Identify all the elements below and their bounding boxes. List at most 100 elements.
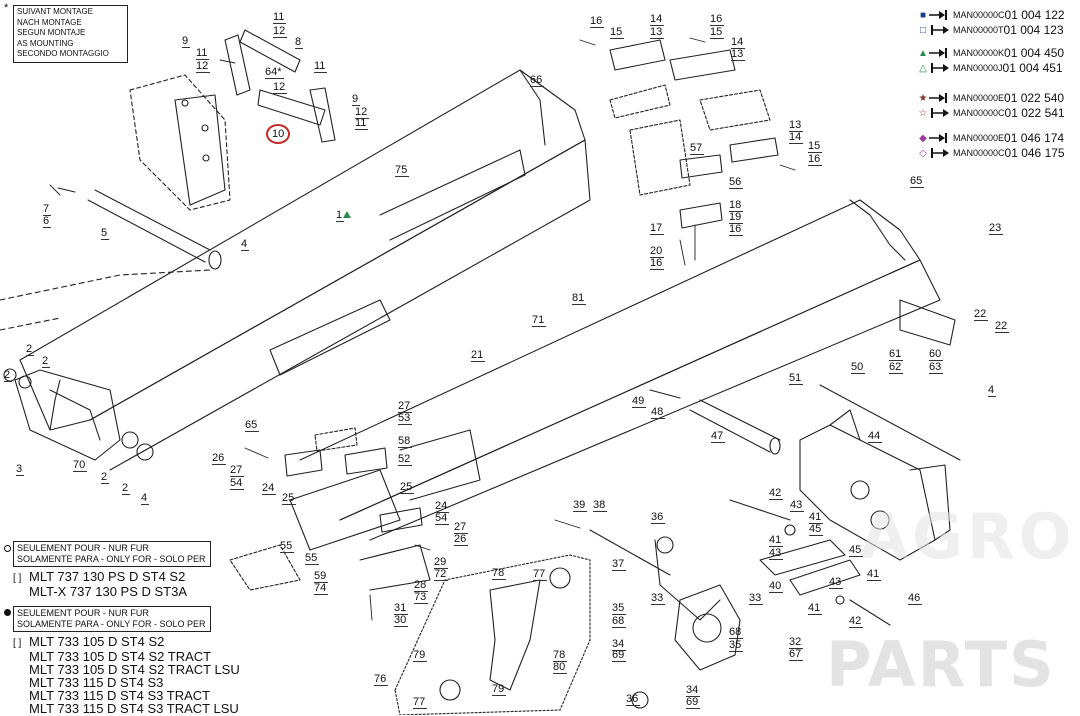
- callout-number[interactable]: 32: [789, 636, 804, 649]
- callout-number[interactable]: 24: [435, 500, 450, 513]
- callout-number[interactable]: 55: [280, 540, 295, 553]
- callout-number[interactable]: 56: [729, 176, 744, 189]
- callout-number[interactable]: 70: [73, 459, 88, 472]
- callout-number[interactable]: 11: [273, 11, 287, 24]
- callout-number[interactable]: 45: [809, 523, 824, 536]
- callout-number[interactable]: 68: [612, 615, 627, 628]
- callout-number[interactable]: 19: [729, 211, 744, 224]
- callout-number[interactable]: 69: [686, 696, 701, 709]
- callout-number[interactable]: 12: [273, 81, 288, 94]
- callout-number[interactable]: 22: [974, 308, 989, 321]
- callout-number[interactable]: 26: [454, 533, 469, 546]
- callout-number[interactable]: 46: [908, 592, 923, 605]
- callout-number[interactable]: 77: [533, 568, 548, 581]
- callout-number[interactable]: 42: [769, 487, 784, 500]
- callout-number[interactable]: 7: [43, 203, 52, 216]
- callout-number[interactable]: 2: [101, 471, 110, 484]
- callout-number[interactable]: 16: [808, 153, 823, 166]
- callout-number[interactable]: 2: [122, 482, 131, 495]
- callout-number[interactable]: 25: [282, 492, 297, 505]
- callout-number[interactable]: 79: [492, 683, 507, 696]
- callout-number[interactable]: 55: [305, 552, 320, 565]
- callout-number[interactable]: 76: [374, 673, 389, 686]
- callout-number[interactable]: 51: [789, 372, 804, 385]
- callout-number[interactable]: 71: [532, 314, 547, 327]
- callout-number[interactable]: 13: [789, 119, 804, 132]
- callout-number[interactable]: 9: [352, 93, 361, 106]
- callout-number[interactable]: 36: [626, 693, 641, 706]
- callout-number[interactable]: 14: [731, 36, 746, 49]
- callout-number[interactable]: 77: [413, 696, 428, 709]
- callout-number[interactable]: 1: [336, 209, 345, 222]
- callout-number[interactable]: 9: [182, 35, 191, 48]
- callout-number[interactable]: 52: [398, 453, 413, 466]
- callout-number[interactable]: 65: [910, 175, 925, 188]
- callout-number[interactable]: 15: [610, 26, 625, 39]
- callout-number[interactable]: 34: [612, 638, 627, 651]
- callout-number[interactable]: 69: [612, 649, 627, 662]
- callout-number[interactable]: 14: [789, 131, 804, 144]
- callout-number[interactable]: 6: [43, 215, 52, 228]
- callout-number[interactable]: 63: [929, 361, 944, 374]
- callout-number[interactable]: 27: [230, 464, 245, 477]
- callout-number[interactable]: 54: [435, 512, 450, 525]
- callout-number[interactable]: 8: [295, 36, 304, 49]
- callout-number[interactable]: 41: [769, 534, 784, 547]
- callout-number[interactable]: 80: [553, 661, 568, 674]
- callout-number[interactable]: 35: [729, 639, 744, 652]
- callout-number[interactable]: 16: [590, 15, 605, 28]
- callout-number[interactable]: 3: [16, 463, 25, 476]
- callout-number[interactable]: 39: [573, 499, 588, 512]
- callout-number[interactable]: 68: [729, 626, 744, 639]
- callout-number[interactable]: 16: [650, 257, 665, 270]
- callout-number[interactable]: 23: [989, 222, 1004, 235]
- callout-number[interactable]: 4: [241, 238, 250, 251]
- callout-number[interactable]: 35: [612, 602, 627, 615]
- callout-number[interactable]: 20: [650, 245, 665, 258]
- callout-number[interactable]: 79: [413, 649, 428, 662]
- callout-number[interactable]: 10: [266, 124, 291, 144]
- callout-number[interactable]: 11: [314, 60, 328, 73]
- callout-number[interactable]: 16: [729, 223, 744, 236]
- callout-number[interactable]: 24: [262, 482, 277, 495]
- callout-number[interactable]: 36: [651, 511, 666, 524]
- callout-number[interactable]: 48: [651, 406, 666, 419]
- callout-number[interactable]: 11: [355, 117, 369, 130]
- callout-number[interactable]: 4: [988, 384, 997, 397]
- callout-number[interactable]: 67: [789, 648, 804, 661]
- callout-number[interactable]: 30: [394, 614, 409, 627]
- callout-number[interactable]: 60: [929, 348, 944, 361]
- callout-number[interactable]: 65: [245, 419, 260, 432]
- callout-number[interactable]: 2: [4, 369, 13, 382]
- callout-number[interactable]: 50: [851, 361, 866, 374]
- callout-number[interactable]: 38: [593, 499, 608, 512]
- callout-number[interactable]: 17: [650, 222, 665, 235]
- callout-number[interactable]: 43: [769, 547, 784, 560]
- callout-number[interactable]: 74: [314, 582, 329, 595]
- callout-number[interactable]: 2: [42, 355, 51, 368]
- callout-number[interactable]: 26: [212, 452, 227, 465]
- callout-number[interactable]: 64*: [265, 66, 284, 79]
- callout-number[interactable]: 12: [273, 25, 288, 38]
- callout-number[interactable]: 40: [769, 580, 784, 593]
- callout-number[interactable]: 53: [398, 412, 413, 425]
- callout-number[interactable]: 78: [553, 649, 568, 662]
- callout-number[interactable]: 15: [808, 140, 823, 153]
- callout-number[interactable]: 59: [314, 570, 329, 583]
- callout-number[interactable]: 21: [471, 349, 486, 362]
- callout-number[interactable]: 44: [868, 430, 883, 443]
- callout-number[interactable]: 22: [995, 320, 1010, 333]
- callout-number[interactable]: 33: [651, 592, 666, 605]
- callout-number[interactable]: 41: [808, 602, 823, 615]
- callout-number[interactable]: 27: [398, 400, 413, 413]
- callout-number[interactable]: 5: [101, 227, 110, 240]
- callout-number[interactable]: 2: [26, 343, 35, 356]
- callout-number[interactable]: 57: [690, 142, 705, 155]
- callout-number[interactable]: 34: [686, 684, 701, 697]
- callout-number[interactable]: 43: [790, 499, 805, 512]
- callout-number[interactable]: 54: [230, 477, 245, 490]
- callout-number[interactable]: 66: [530, 74, 545, 87]
- callout-number[interactable]: 78: [492, 567, 507, 580]
- callout-number[interactable]: 14: [650, 13, 665, 26]
- callout-number[interactable]: 29: [434, 556, 449, 569]
